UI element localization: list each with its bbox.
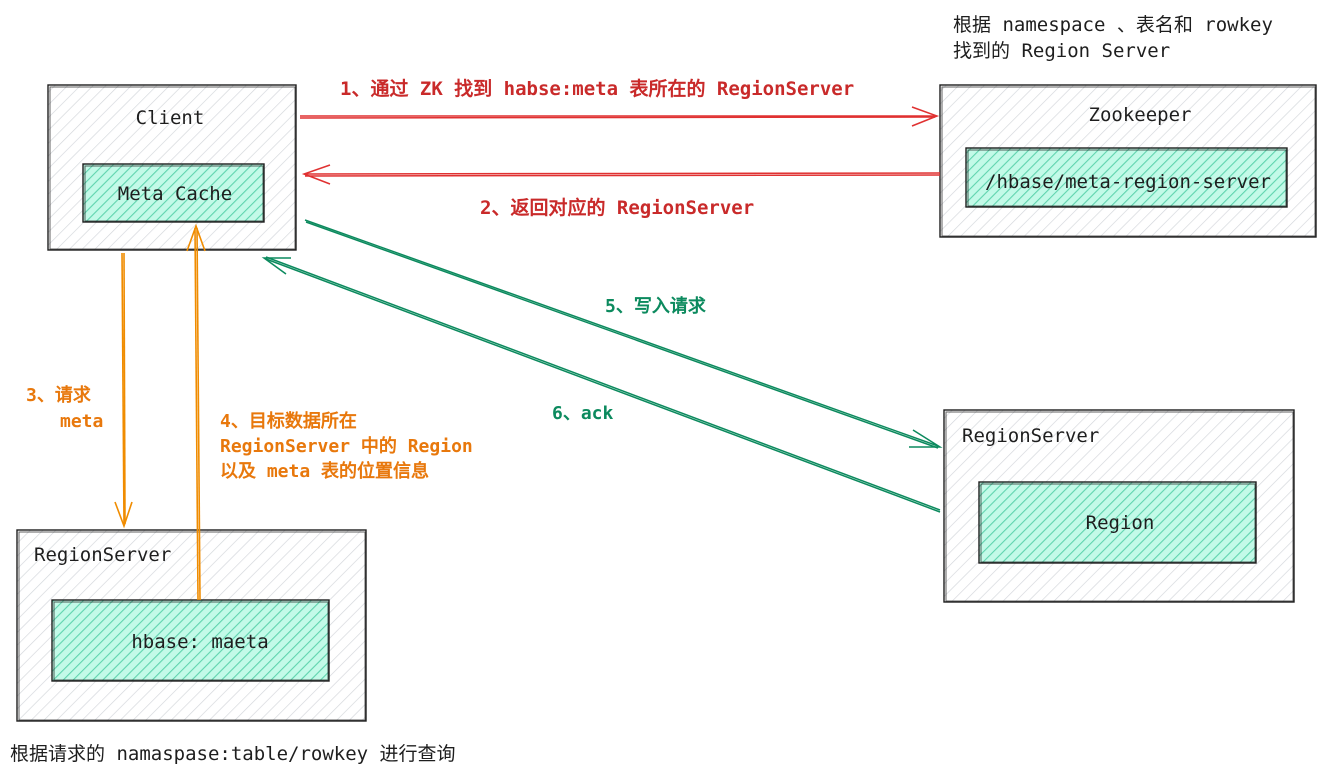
hbase-meta-table-node: hbase: maeta <box>51 599 330 682</box>
step6-label: 6、ack <box>552 403 614 424</box>
arrow-step5 <box>304 219 943 449</box>
arrow-step4 <box>186 223 206 601</box>
arrow-step6 <box>261 256 941 513</box>
step4-label-line2: RegionServer 中的 Region <box>220 435 473 457</box>
region-node: Region <box>978 481 1257 564</box>
zookeeper-label: Zookeeper <box>1089 104 1192 126</box>
region-label: Region <box>1086 512 1155 534</box>
zookeeper-note-line1: 根据 namespace 、表名和 rowkey <box>953 14 1273 36</box>
step1-label: 1、通过 ZK 找到 habse:meta 表所在的 RegionServer <box>340 77 854 100</box>
data-region-server-label: RegionServer <box>962 425 1099 447</box>
bottom-note: 根据请求的 namaspase:table/rowkey 进行查询 <box>10 743 456 765</box>
zookeeper-node: Zookeeper /hbase/meta-region-server <box>939 84 1317 238</box>
step4-label-line1: 4、目标数据所在 <box>220 410 357 432</box>
step2-label: 2、返回对应的 RegionServer <box>480 196 754 219</box>
step4-label-line3: 以及 meta 表的位置信息 <box>220 460 429 482</box>
client-label: Client <box>136 107 205 129</box>
arrow-step3 <box>114 252 133 529</box>
arrow-step1 <box>299 106 940 127</box>
client-node: Client Meta Cache <box>47 84 297 251</box>
step3-label-line1: 3、请求 <box>26 384 92 406</box>
meta-region-server-node: RegionServer hbase: maeta <box>16 529 367 722</box>
meta-cache-label: Meta Cache <box>118 183 232 205</box>
step3-label-line2: meta <box>60 411 103 432</box>
step5-label: 5、写入请求 <box>605 295 707 317</box>
data-region-server-node: RegionServer Region <box>943 409 1295 603</box>
meta-region-server-label: RegionServer <box>34 544 171 566</box>
znode-path-label: /hbase/meta-region-server <box>985 171 1271 193</box>
meta-cache-node: Meta Cache <box>82 163 265 223</box>
meta-region-server-znode: /hbase/meta-region-server <box>965 147 1288 208</box>
zookeeper-note-line2: 找到的 Region Server <box>953 40 1170 62</box>
arrow-step2 <box>301 164 941 185</box>
hbase-meta-label: hbase: maeta <box>131 631 268 653</box>
